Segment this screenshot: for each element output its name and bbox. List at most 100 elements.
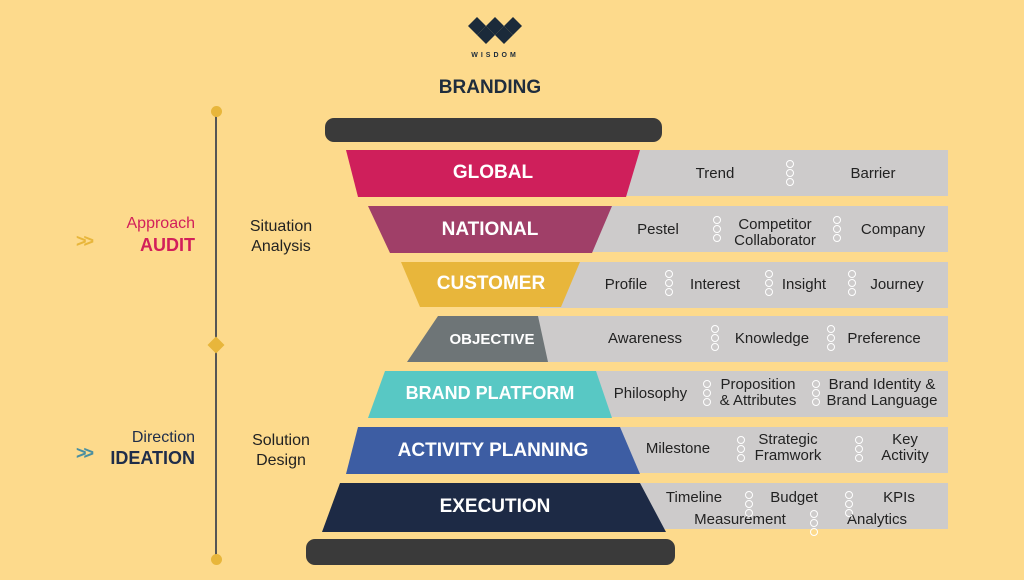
separator-ring-icon [665,270,673,278]
chevron-right-icon: >> [76,443,94,463]
separator-ring-icon [765,279,773,287]
item-proposition-attributes: Proposition& Attributes [719,376,797,409]
item-brand-identity-language: Brand Identity &Brand Language [826,376,938,409]
stage-bar-execution [620,483,948,529]
activity-planning-shape [346,427,640,474]
logo-text: WISDOM [471,52,519,59]
page-title: BRANDING [438,77,542,98]
separator-ring-icon [855,445,863,453]
item-interest: Interest [689,276,741,293]
wisdom-logo: WISDOM [466,14,524,59]
solution-design-label: Solution Design [226,431,336,471]
separator-ring-icon [855,454,863,462]
separator-ring-icon [711,325,719,333]
item-analytics: Analytics [846,511,908,528]
item-trend: Trend [695,165,735,182]
item-journey: Journey [870,276,924,293]
separator-ring-icon [810,510,818,518]
separator-ring-icon [827,325,835,333]
phase-line: Solution [252,432,310,449]
separator-ring-icon [703,389,711,397]
separator-ring-icon [848,270,856,278]
separator-ring-icon [745,491,753,499]
separator-ring-icon [845,509,853,517]
item-profile: Profile [604,276,648,293]
logo-mark-icon [468,17,522,44]
stage-label-activity-planning: ACTIVITY PLANNING [397,440,589,461]
separator-ring-icon [765,288,773,296]
separator-ring-icon [810,528,818,536]
timeline-line [215,112,217,560]
objective-shape [407,316,548,362]
separator-ring-icon [812,389,820,397]
stage-bar-objective [530,316,948,362]
separator-ring-icon [845,491,853,499]
audit-label: AUDIT [140,235,195,255]
item-preference: Preference [847,330,921,347]
funnel-top-cap [325,118,662,142]
separator-ring-icon [833,216,841,224]
separator-ring-icon [827,334,835,342]
phase-line: Analysis [251,238,311,255]
item-awareness: Awareness [608,330,682,347]
separator-ring-icon [786,160,794,168]
separator-ring-icon [812,380,820,388]
item-knowledge: Knowledge [734,330,810,347]
separator-ring-icon [833,234,841,242]
separator-ring-icon [810,519,818,527]
stage-label-execution: EXECUTION [439,496,551,517]
chevron-right-icon: >> [76,231,94,251]
stage-bar-customer [540,262,948,308]
separator-ring-icon [812,398,820,406]
item-barrier: Barrier [850,165,896,182]
separator-ring-icon [765,270,773,278]
separator-ring-icon [713,234,721,242]
stage-label-objective: OBJECTIVE [449,331,535,348]
item-pestel: Pestel [637,221,679,238]
stage-bar-brand-platform [560,371,948,417]
separator-ring-icon [833,225,841,233]
separator-ring-icon [665,288,673,296]
item-budget: Budget [770,489,818,506]
ideation-direction-label: Direction [131,429,195,446]
timeline-start-dot [211,106,222,117]
item-measurement: Measurement [694,511,786,528]
timeline-end-dot [211,554,222,565]
item-kpis: KPIs [883,489,915,506]
phase-line: Situation [249,218,313,235]
separator-ring-icon [848,279,856,287]
item-insight: Insight [781,276,827,293]
audit-approach-label: Approach [126,215,196,232]
execution-shape [322,483,666,532]
separator-ring-icon [665,279,673,287]
separator-ring-icon [855,436,863,444]
situation-analysis-label: Situation Analysis [226,217,336,257]
separator-ring-icon [737,445,745,453]
separator-ring-icon [745,500,753,508]
separator-ring-icon [703,380,711,388]
separator-ring-icon [711,334,719,342]
separator-ring-icon [845,500,853,508]
phase-line: Design [256,452,306,469]
stage-label-global: GLOBAL [452,162,534,183]
separator-ring-icon [827,343,835,351]
funnel-bottom-cap [306,539,675,565]
item-milestone: Milestone [645,440,711,457]
national-shape [368,206,612,253]
separator-ring-icon [786,169,794,177]
stage-label-national: NATIONAL [441,219,539,240]
stage-bar-activity-planning [600,427,948,473]
brand-platform-shape [368,371,612,418]
separator-ring-icon [713,216,721,224]
stage-bar-national [560,206,948,252]
separator-ring-icon [737,454,745,462]
separator-ring-icon [848,288,856,296]
global-shape [346,150,640,197]
separator-ring-icon [786,178,794,186]
separator-ring-icon [745,509,753,517]
item-timeline: Timeline [665,489,723,506]
